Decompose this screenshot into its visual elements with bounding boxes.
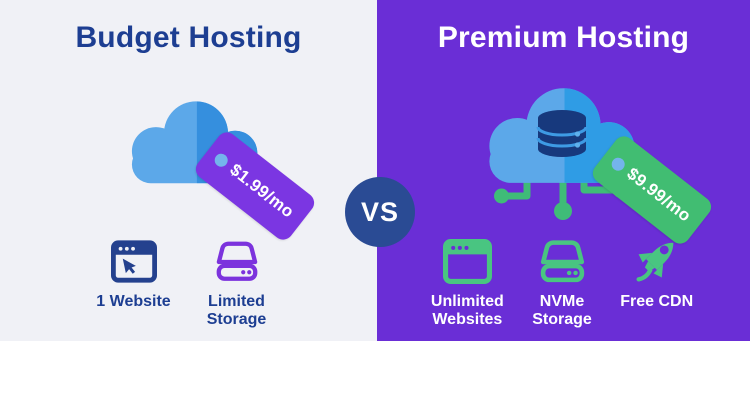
premium-features: Unlimited Websites NVMe Storage [420,236,704,329]
premium-feature-cdn: Free CDN [609,236,704,329]
budget-price-text: $1.99/mo [226,159,298,222]
feature-label: Limited Storage [206,293,267,329]
database-icon [536,110,588,157]
vs-badge: VS [345,177,415,247]
premium-feature-storage: NVMe Storage [515,236,610,329]
budget-feature-storage: Limited Storage [185,236,288,329]
browser-window-icon [442,236,492,286]
budget-panel: Budget Hosting $1.99/mo [0,0,377,341]
feature-label: NVMe Storage [532,293,592,329]
rocket-icon [631,236,683,286]
budget-feature-websites: 1 Website [82,236,185,329]
budget-title: Budget Hosting [75,21,302,54]
premium-feature-websites: Unlimited Websites [420,236,515,329]
storage-drive-icon [214,236,260,286]
vs-label: VS [360,196,400,227]
browser-cursor-icon [110,236,157,286]
storage-drive-icon [538,236,587,286]
premium-title: Premium Hosting [437,21,690,54]
feature-label: Unlimited Websites [430,293,504,329]
feature-label: Free CDN [620,293,694,310]
budget-features: 1 Website Limited Storage [82,236,288,329]
feature-label: 1 Website [96,293,171,310]
